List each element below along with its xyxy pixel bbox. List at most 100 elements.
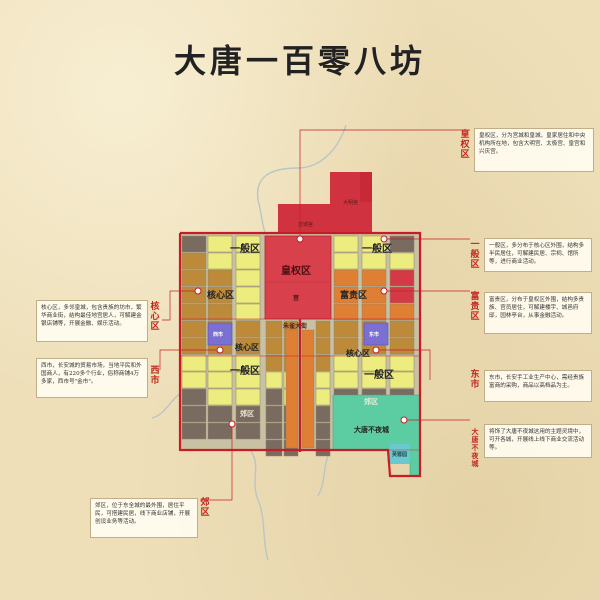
- ward-east[interactable]: [361, 269, 387, 287]
- ward-west[interactable]: [207, 405, 233, 423]
- ward-west[interactable]: [181, 337, 207, 355]
- ward-center[interactable]: [315, 405, 331, 423]
- ward-east[interactable]: [361, 354, 387, 372]
- ward-east[interactable]: [333, 235, 359, 253]
- ward-east[interactable]: [389, 286, 415, 304]
- ward-east[interactable]: [361, 303, 387, 321]
- map-label-general-se: 一般区: [364, 368, 394, 381]
- leader-west-market: [159, 349, 217, 370]
- ward-west[interactable]: [207, 286, 233, 304]
- map-label-imperial-sub: 宫: [293, 294, 299, 302]
- ward-west[interactable]: [207, 252, 233, 270]
- pin-pleasure[interactable]: [400, 416, 408, 424]
- ward-west[interactable]: [181, 371, 207, 389]
- ward-east[interactable]: [333, 252, 359, 270]
- ward-center[interactable]: [315, 337, 331, 355]
- ward-center[interactable]: [315, 388, 331, 406]
- ward-center[interactable]: [265, 439, 283, 457]
- pin-general[interactable]: [380, 235, 388, 243]
- ward-east[interactable]: [361, 235, 387, 253]
- ward-east[interactable]: [333, 320, 359, 338]
- ward-west[interactable]: [207, 388, 233, 406]
- ward-west[interactable]: [207, 422, 233, 440]
- ward-west[interactable]: [235, 286, 261, 304]
- callout-general-text: 一般区，多分布于核心区外围，结构多半民居住，可解建民居、宗祠、馆所等，进行商业活…: [489, 243, 585, 265]
- ward-west[interactable]: [181, 252, 207, 270]
- ward-east[interactable]: [389, 371, 415, 389]
- ward-east[interactable]: [389, 252, 415, 270]
- pin-noble[interactable]: [380, 287, 388, 295]
- callout-general: 一般区，多分布于核心区外围，结构多半民居住，可解建民居、宗祠、馆所等，进行商业活…: [484, 238, 592, 272]
- ward-west[interactable]: [235, 320, 261, 338]
- ward-west[interactable]: [207, 354, 233, 372]
- ward-east[interactable]: [361, 286, 387, 304]
- pin-core[interactable]: [194, 287, 202, 295]
- ward-east[interactable]: [333, 354, 359, 372]
- ward-east[interactable]: [333, 286, 359, 304]
- ward-avenue-east[interactable]: [301, 329, 315, 449]
- ward-west[interactable]: [207, 303, 233, 321]
- ward-center[interactable]: [265, 405, 283, 423]
- ward-west[interactable]: [235, 269, 261, 287]
- ward-center[interactable]: [315, 439, 331, 457]
- garden-block[interactable]: [390, 444, 410, 464]
- ward-west[interactable]: [181, 422, 207, 440]
- ward-west[interactable]: [181, 286, 207, 304]
- ward-west[interactable]: [181, 320, 207, 338]
- ward-west[interactable]: [235, 371, 261, 389]
- ward-west[interactable]: [207, 269, 233, 287]
- palace-gongcheng[interactable]: [278, 204, 330, 234]
- ward-east[interactable]: [361, 371, 387, 389]
- ward-west[interactable]: [181, 269, 207, 287]
- ward-center[interactable]: [315, 371, 331, 389]
- ward-east[interactable]: [389, 269, 415, 287]
- west-market-block[interactable]: [207, 322, 233, 346]
- ward-west[interactable]: [207, 235, 233, 253]
- ward-center[interactable]: [265, 320, 283, 338]
- ward-center[interactable]: [315, 354, 331, 372]
- pin-imperial[interactable]: [296, 235, 304, 243]
- ward-west[interactable]: [181, 354, 207, 372]
- ward-center[interactable]: [265, 337, 283, 355]
- pin-suburb[interactable]: [228, 420, 236, 428]
- imperial-zone-block[interactable]: [264, 235, 332, 320]
- ward-center[interactable]: [265, 354, 283, 372]
- ward-west[interactable]: [235, 405, 261, 423]
- callout-core: 核心区，多邻皇城，包含贵族的坊市，繁华商业街，结构最佳地宫居人，可解建金银店铺等…: [36, 300, 148, 342]
- ward-east[interactable]: [389, 337, 415, 355]
- east-market-block[interactable]: [363, 322, 389, 346]
- ward-avenue-west[interactable]: [285, 329, 299, 449]
- ward-west[interactable]: [181, 303, 207, 321]
- ward-west[interactable]: [207, 371, 233, 389]
- ward-west[interactable]: [235, 354, 261, 372]
- ward-center[interactable]: [315, 422, 331, 440]
- ward-west[interactable]: [181, 388, 207, 406]
- ward-west[interactable]: [235, 337, 261, 355]
- ward-center[interactable]: [265, 388, 283, 406]
- ward-center[interactable]: [265, 422, 283, 440]
- ward-east[interactable]: [389, 320, 415, 338]
- ward-east[interactable]: [333, 269, 359, 287]
- ward-east[interactable]: [361, 252, 387, 270]
- ward-west[interactable]: [235, 388, 261, 406]
- pin-east-market[interactable]: [372, 346, 380, 354]
- ward-east[interactable]: [333, 337, 359, 355]
- ward-east[interactable]: [389, 235, 415, 253]
- label-damingong: 大明宫: [343, 199, 358, 206]
- callout-noble: 富贵区，分布于皇权区外围，结构多贵族、官员居住，可解建楼宇、城邑府邸，园林亭台，…: [484, 292, 592, 334]
- ward-east[interactable]: [333, 303, 359, 321]
- river-north: [256, 124, 347, 201]
- ward-west[interactable]: [235, 235, 261, 253]
- ward-west[interactable]: [181, 405, 207, 423]
- ward-east[interactable]: [389, 303, 415, 321]
- ward-west[interactable]: [235, 422, 261, 440]
- ward-west[interactable]: [235, 252, 261, 270]
- pin-west-market[interactable]: [216, 346, 224, 354]
- ward-east[interactable]: [389, 354, 415, 372]
- ward-east[interactable]: [333, 371, 359, 389]
- callout-noble-text: 富贵区，分布于皇权区外围，结构多贵族、官员居住，可解建楼宇、城邑府邸，园林亭台，…: [489, 297, 585, 319]
- ward-west[interactable]: [181, 235, 207, 253]
- ward-west[interactable]: [235, 303, 261, 321]
- ward-center[interactable]: [315, 320, 331, 338]
- ward-center[interactable]: [265, 371, 283, 389]
